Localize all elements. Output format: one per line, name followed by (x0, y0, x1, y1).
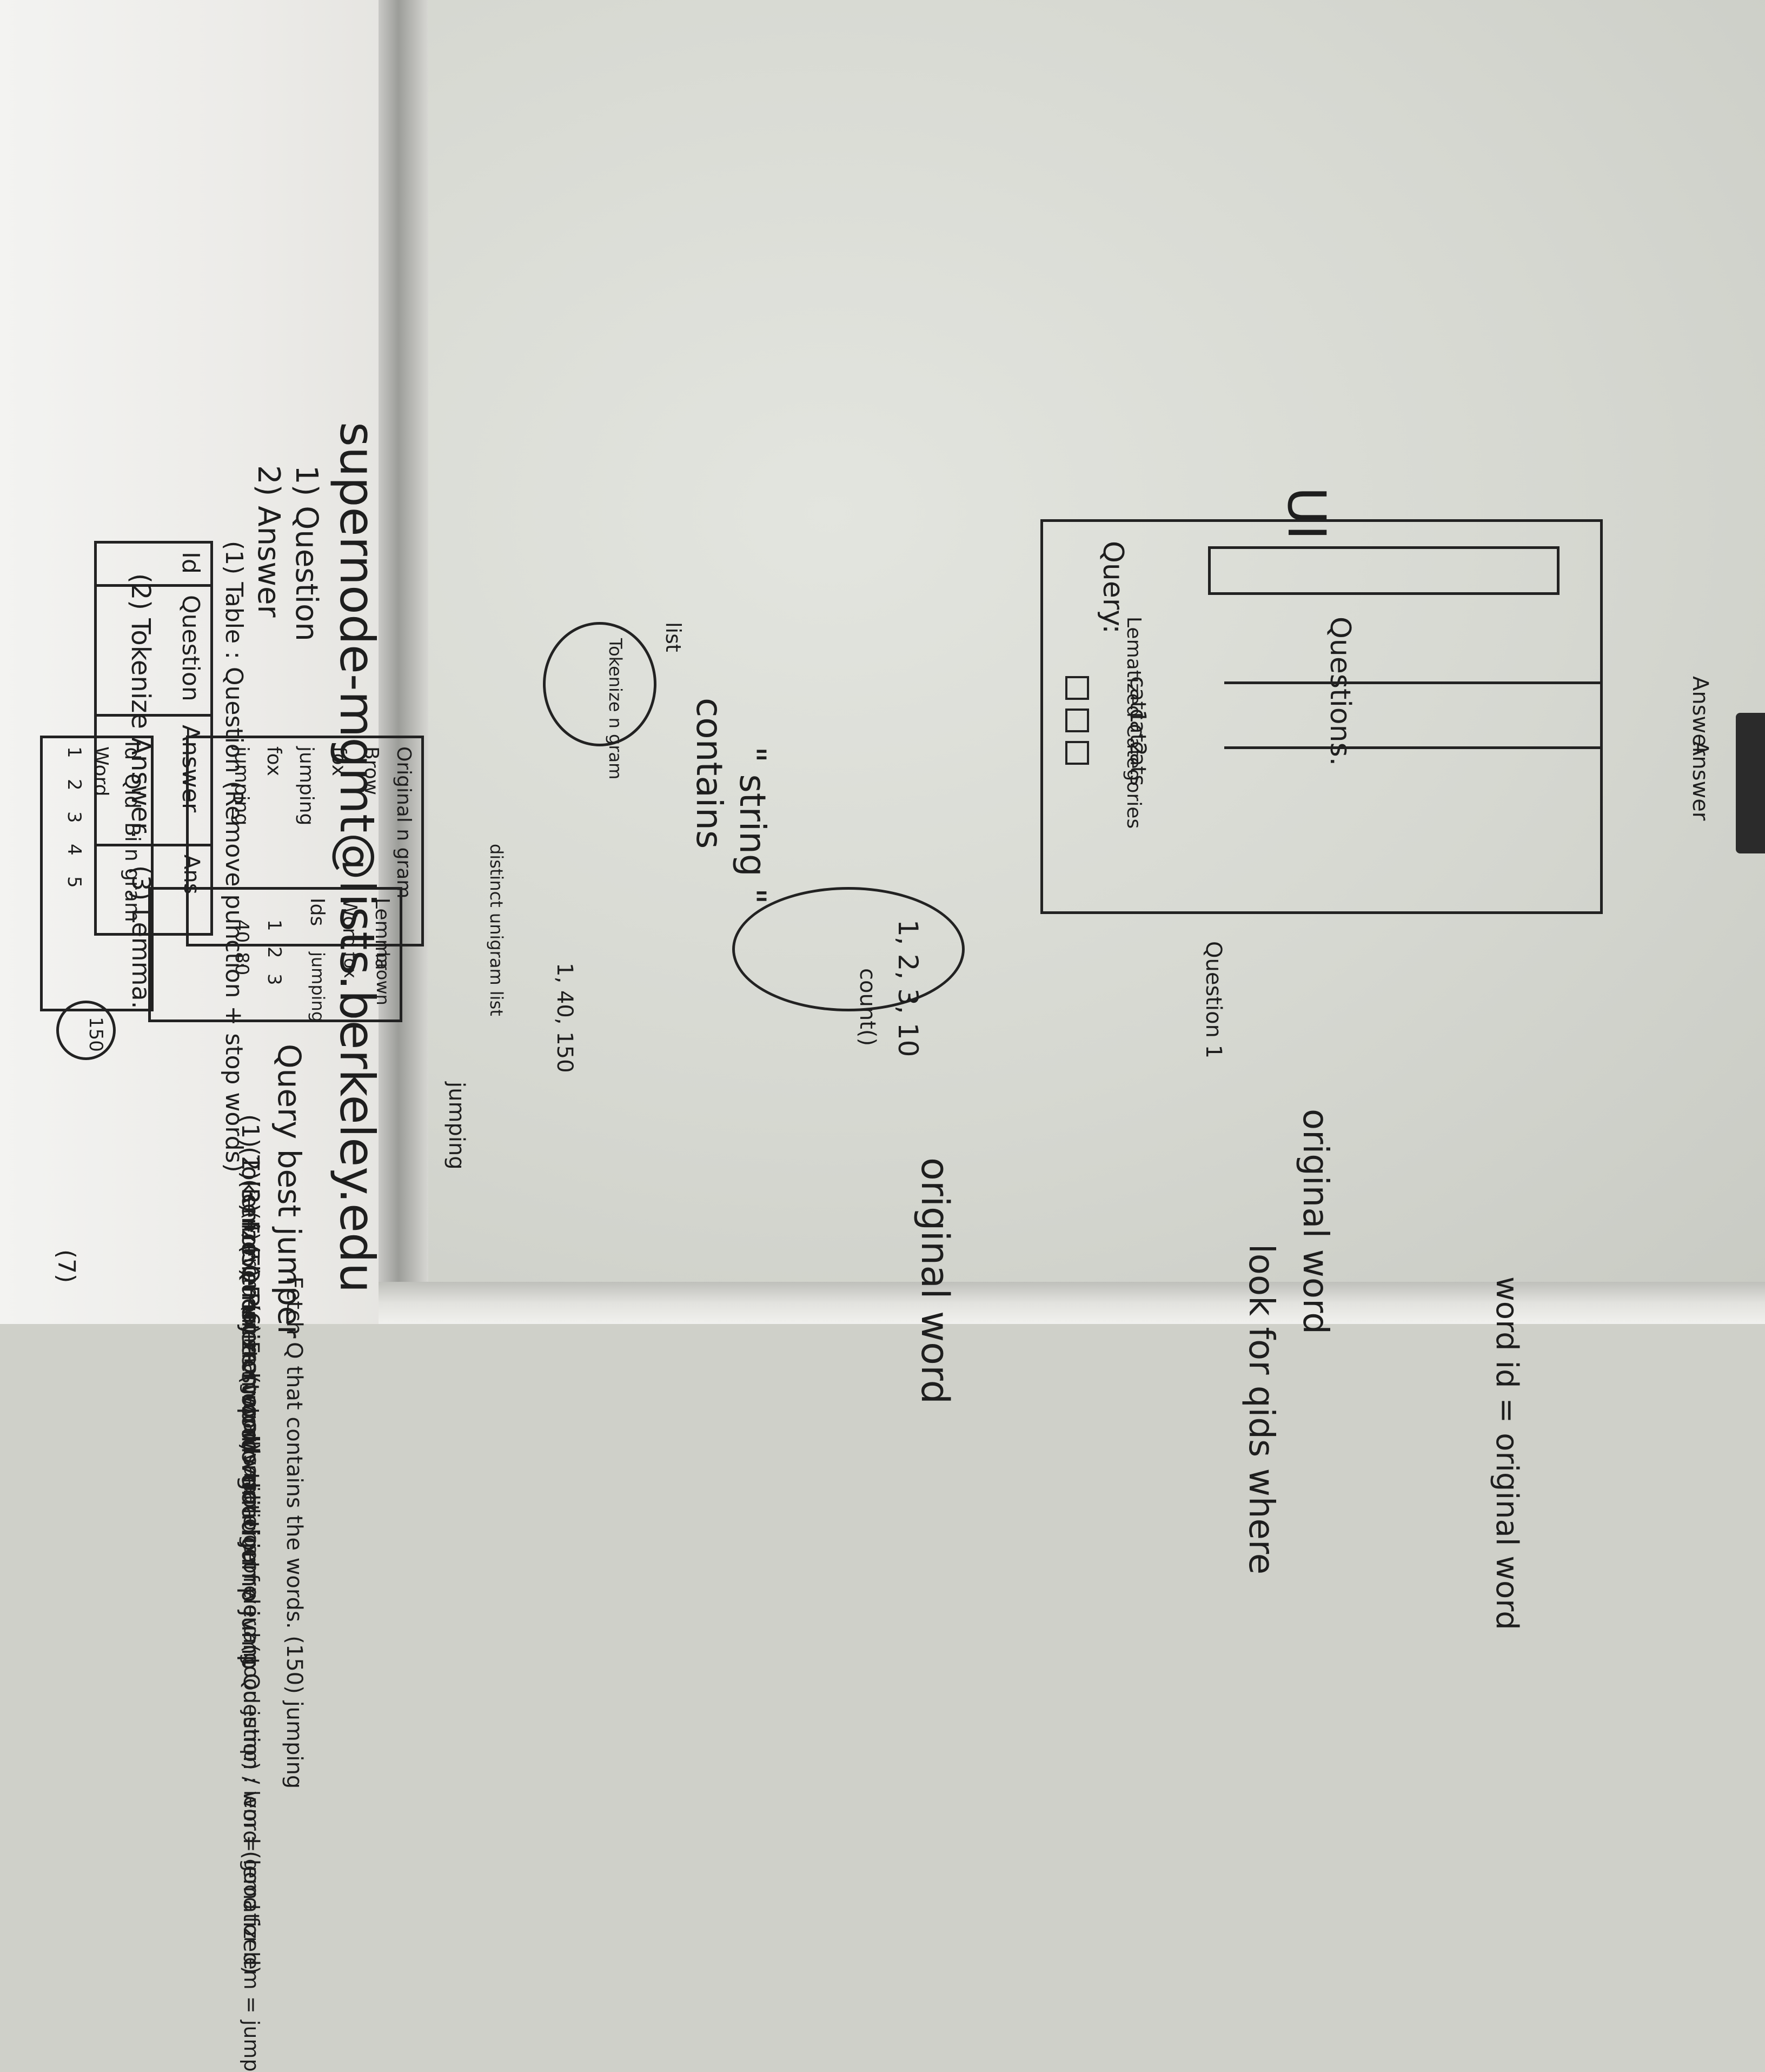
ngram-id: 4 (63, 844, 85, 856)
whiteboard (428, 0, 1765, 1282)
ui-answer-label: Answer (1688, 741, 1713, 821)
ngram-col-word: Word (90, 746, 112, 797)
ui-checkbox (1065, 709, 1089, 732)
lemma-id: 40 (231, 919, 253, 943)
lemma-word: fox (340, 952, 361, 978)
ngram-id: 1 (63, 746, 85, 758)
marker-tray (379, 1282, 1765, 1324)
original-ngram-word: jumping (230, 746, 253, 826)
tokenize-oval-text: Tokenize n gram (605, 638, 626, 780)
lemma-id: 2 (263, 946, 285, 958)
distinct-unigram-note: distinct unigram list (486, 844, 507, 1016)
ids-row: 1, 40, 150 (552, 963, 577, 1073)
ngram-col-id: Id (121, 741, 144, 760)
eraser (1736, 713, 1765, 853)
ngram-id: 5 (63, 876, 85, 888)
wall (0, 0, 422, 1324)
ui-question-line (1224, 746, 1603, 749)
whiteboard-writing: supernode-mgmt@lists.berkeley.edu 1) Que… (40, 422, 1713, 2072)
original-ngram-word: fox (263, 746, 285, 776)
ui-cat: cats (1125, 741, 1150, 786)
ui-checkbox (1065, 676, 1089, 700)
ids-col: Ids (306, 898, 328, 926)
lemma-id: 80 (231, 952, 253, 976)
query-step: (6) From words table get relevant Questi… (238, 1303, 263, 1975)
count-label: count() (855, 968, 880, 1047)
lemma-word: jumping (308, 952, 328, 1023)
id-set-oval (732, 887, 965, 1011)
circled-number-text: 150 (85, 1017, 107, 1052)
original-ngram-word: jumping (295, 746, 317, 826)
id-set: 1, 2, 3, 10 (892, 919, 924, 1057)
ngram-id: 2 (63, 779, 85, 791)
whiteboard-frame (379, 0, 428, 1324)
lookup-label-2: word id = original word (1489, 1276, 1524, 1630)
lookup-label: look for qids where (1241, 1244, 1281, 1575)
original-ngram-word: Brow (360, 746, 382, 796)
original-word-label: original word (913, 1157, 957, 1404)
list-item-question: 1) Question (289, 465, 324, 641)
ui-questions-label: Questions. (1324, 617, 1356, 766)
query-step: (7) (52, 1249, 80, 1283)
table-col-id: Id (177, 552, 204, 574)
ngram-col-qid: QId (121, 773, 144, 809)
lemma-word: brown (373, 952, 393, 1005)
table-col-question: Question (177, 595, 204, 701)
original-word-label-2: original word (1295, 1109, 1335, 1334)
list-item-answer: 2) Answer (251, 465, 286, 618)
lemma-id: 3 (263, 974, 285, 985)
original-ngram-header: Original n gram (393, 746, 415, 899)
word-col: Word (339, 898, 361, 948)
ui-question-line (1224, 681, 1603, 684)
string-label: " string " (732, 746, 773, 905)
query-step: Fetch Q that contains the words. (150) j… (282, 1276, 307, 1789)
ngram-id: 3 (63, 811, 85, 823)
tokenize-oval (543, 622, 656, 746)
original-ngram-word: fox (328, 746, 350, 776)
ui-query-input (1208, 546, 1560, 595)
lemma-id: 1 (263, 919, 285, 931)
query-variant: jumping (444, 1082, 469, 1170)
ui-checkbox (1065, 741, 1089, 765)
contains-label: contains (688, 698, 730, 849)
list-label: list (661, 622, 685, 652)
ui-question-1: Question 1 (1201, 941, 1226, 1059)
